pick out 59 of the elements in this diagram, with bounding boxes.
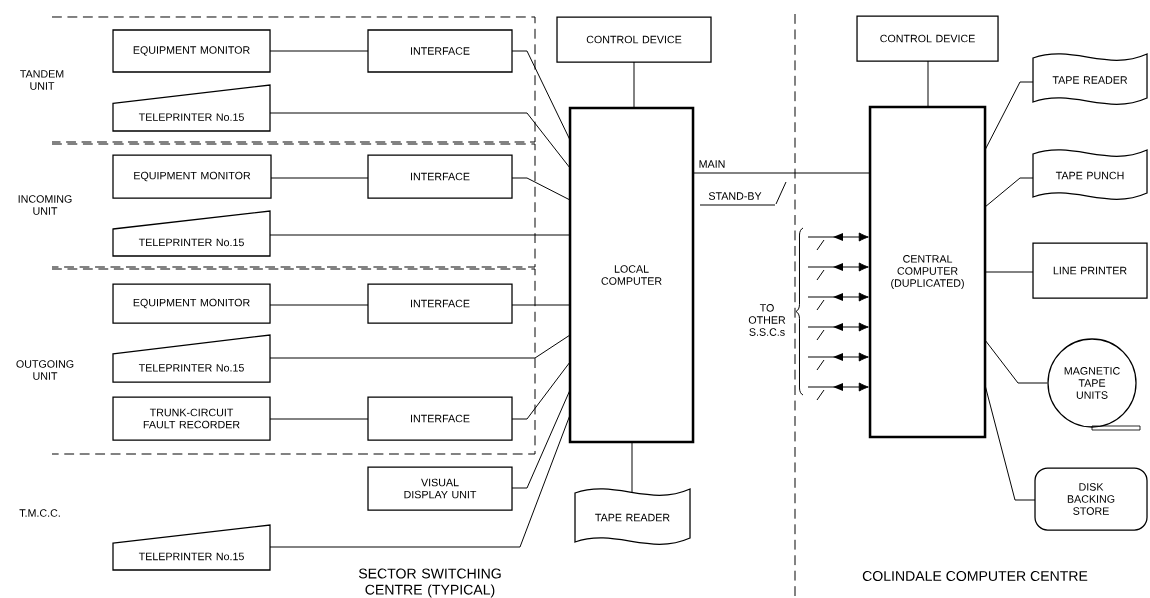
centre-title: SECTOR SWITCHING CENTRE (TYPICAL) (358, 568, 501, 598)
teleprinter-box: TELEPRINTER No.15 (112, 210, 271, 257)
connector-line (269, 234, 571, 236)
teleprinter-box: TELEPRINTER No.15 (112, 524, 271, 571)
teleprinter-box: TELEPRINTER No.15 (112, 334, 271, 383)
block-box: EQUIPMENT MONITOR (112, 283, 271, 324)
connector-line (511, 361, 571, 420)
connector-line (633, 61, 635, 109)
connector-line (269, 334, 571, 359)
connector-line (984, 177, 1034, 208)
tape-box: TAPE PUNCH (1032, 149, 1148, 200)
connector-line (511, 177, 571, 201)
connector-line (984, 339, 1048, 384)
centre-title: COLINDALE COMPUTER CENTRE (862, 571, 1088, 581)
plug-line (807, 262, 869, 281)
plug-line (807, 382, 869, 401)
computer-box: CENTRAL COMPUTER (DUPLICATED) (868, 105, 987, 439)
block-box: EQUIPMENT MONITOR (112, 29, 271, 73)
unit-heading: OUTGOING UNIT (16, 360, 74, 380)
note-text: TO OTHER S.S.C.s (748, 304, 786, 336)
connector-line (269, 414, 571, 548)
connector-line (984, 384, 1036, 501)
block-box: INTERFACE (367, 154, 513, 199)
edge-label: MAIN (699, 160, 725, 168)
plug-line (807, 322, 869, 341)
block-box: INTERFACE (367, 29, 513, 73)
block-box: INTERFACE (367, 283, 513, 324)
tape-box: TAPE READER (1032, 53, 1148, 105)
connector-line (511, 304, 571, 306)
unit-heading: TANDEM UNIT (20, 70, 64, 90)
block-box: TRUNK-CIRCUIT FAULT RECORDER (112, 396, 271, 441)
connector-line (269, 112, 571, 169)
teleprinter-box: TELEPRINTER No.15 (112, 84, 271, 132)
standby-label: STAND-BY (708, 192, 762, 200)
block-box: VISUAL DISPLAY UNIT (367, 466, 513, 511)
block-box: EQUIPMENT MONITOR (112, 154, 272, 199)
block-box: CONTROL DEVICE (556, 16, 712, 63)
connector-line (270, 177, 369, 179)
connector-line (269, 304, 369, 306)
connector-line (692, 172, 871, 174)
plug-line (807, 292, 869, 311)
tape-box: TAPE READER (574, 488, 691, 545)
unit-heading: INCOMING UNIT (18, 195, 72, 215)
block-box: INTERFACE (367, 396, 513, 441)
plug-line (807, 232, 869, 251)
connector-line (511, 389, 571, 489)
plug-line (807, 352, 869, 371)
section-label: T.M.C.C. (19, 509, 60, 517)
block-box: CONTROL DEVICE (856, 15, 999, 62)
computer-box: LOCAL COMPUTER (568, 106, 695, 444)
connector-line (927, 60, 929, 108)
connector-line (631, 441, 633, 494)
connector-line (269, 50, 369, 52)
connector-line (984, 271, 1034, 273)
connector-line (511, 50, 571, 141)
disk-store-box: DISK BACKING STORE (1034, 467, 1148, 531)
connector-line (269, 418, 369, 420)
connector-line (984, 81, 1034, 151)
block-box: LINE PRINTER (1032, 242, 1148, 299)
